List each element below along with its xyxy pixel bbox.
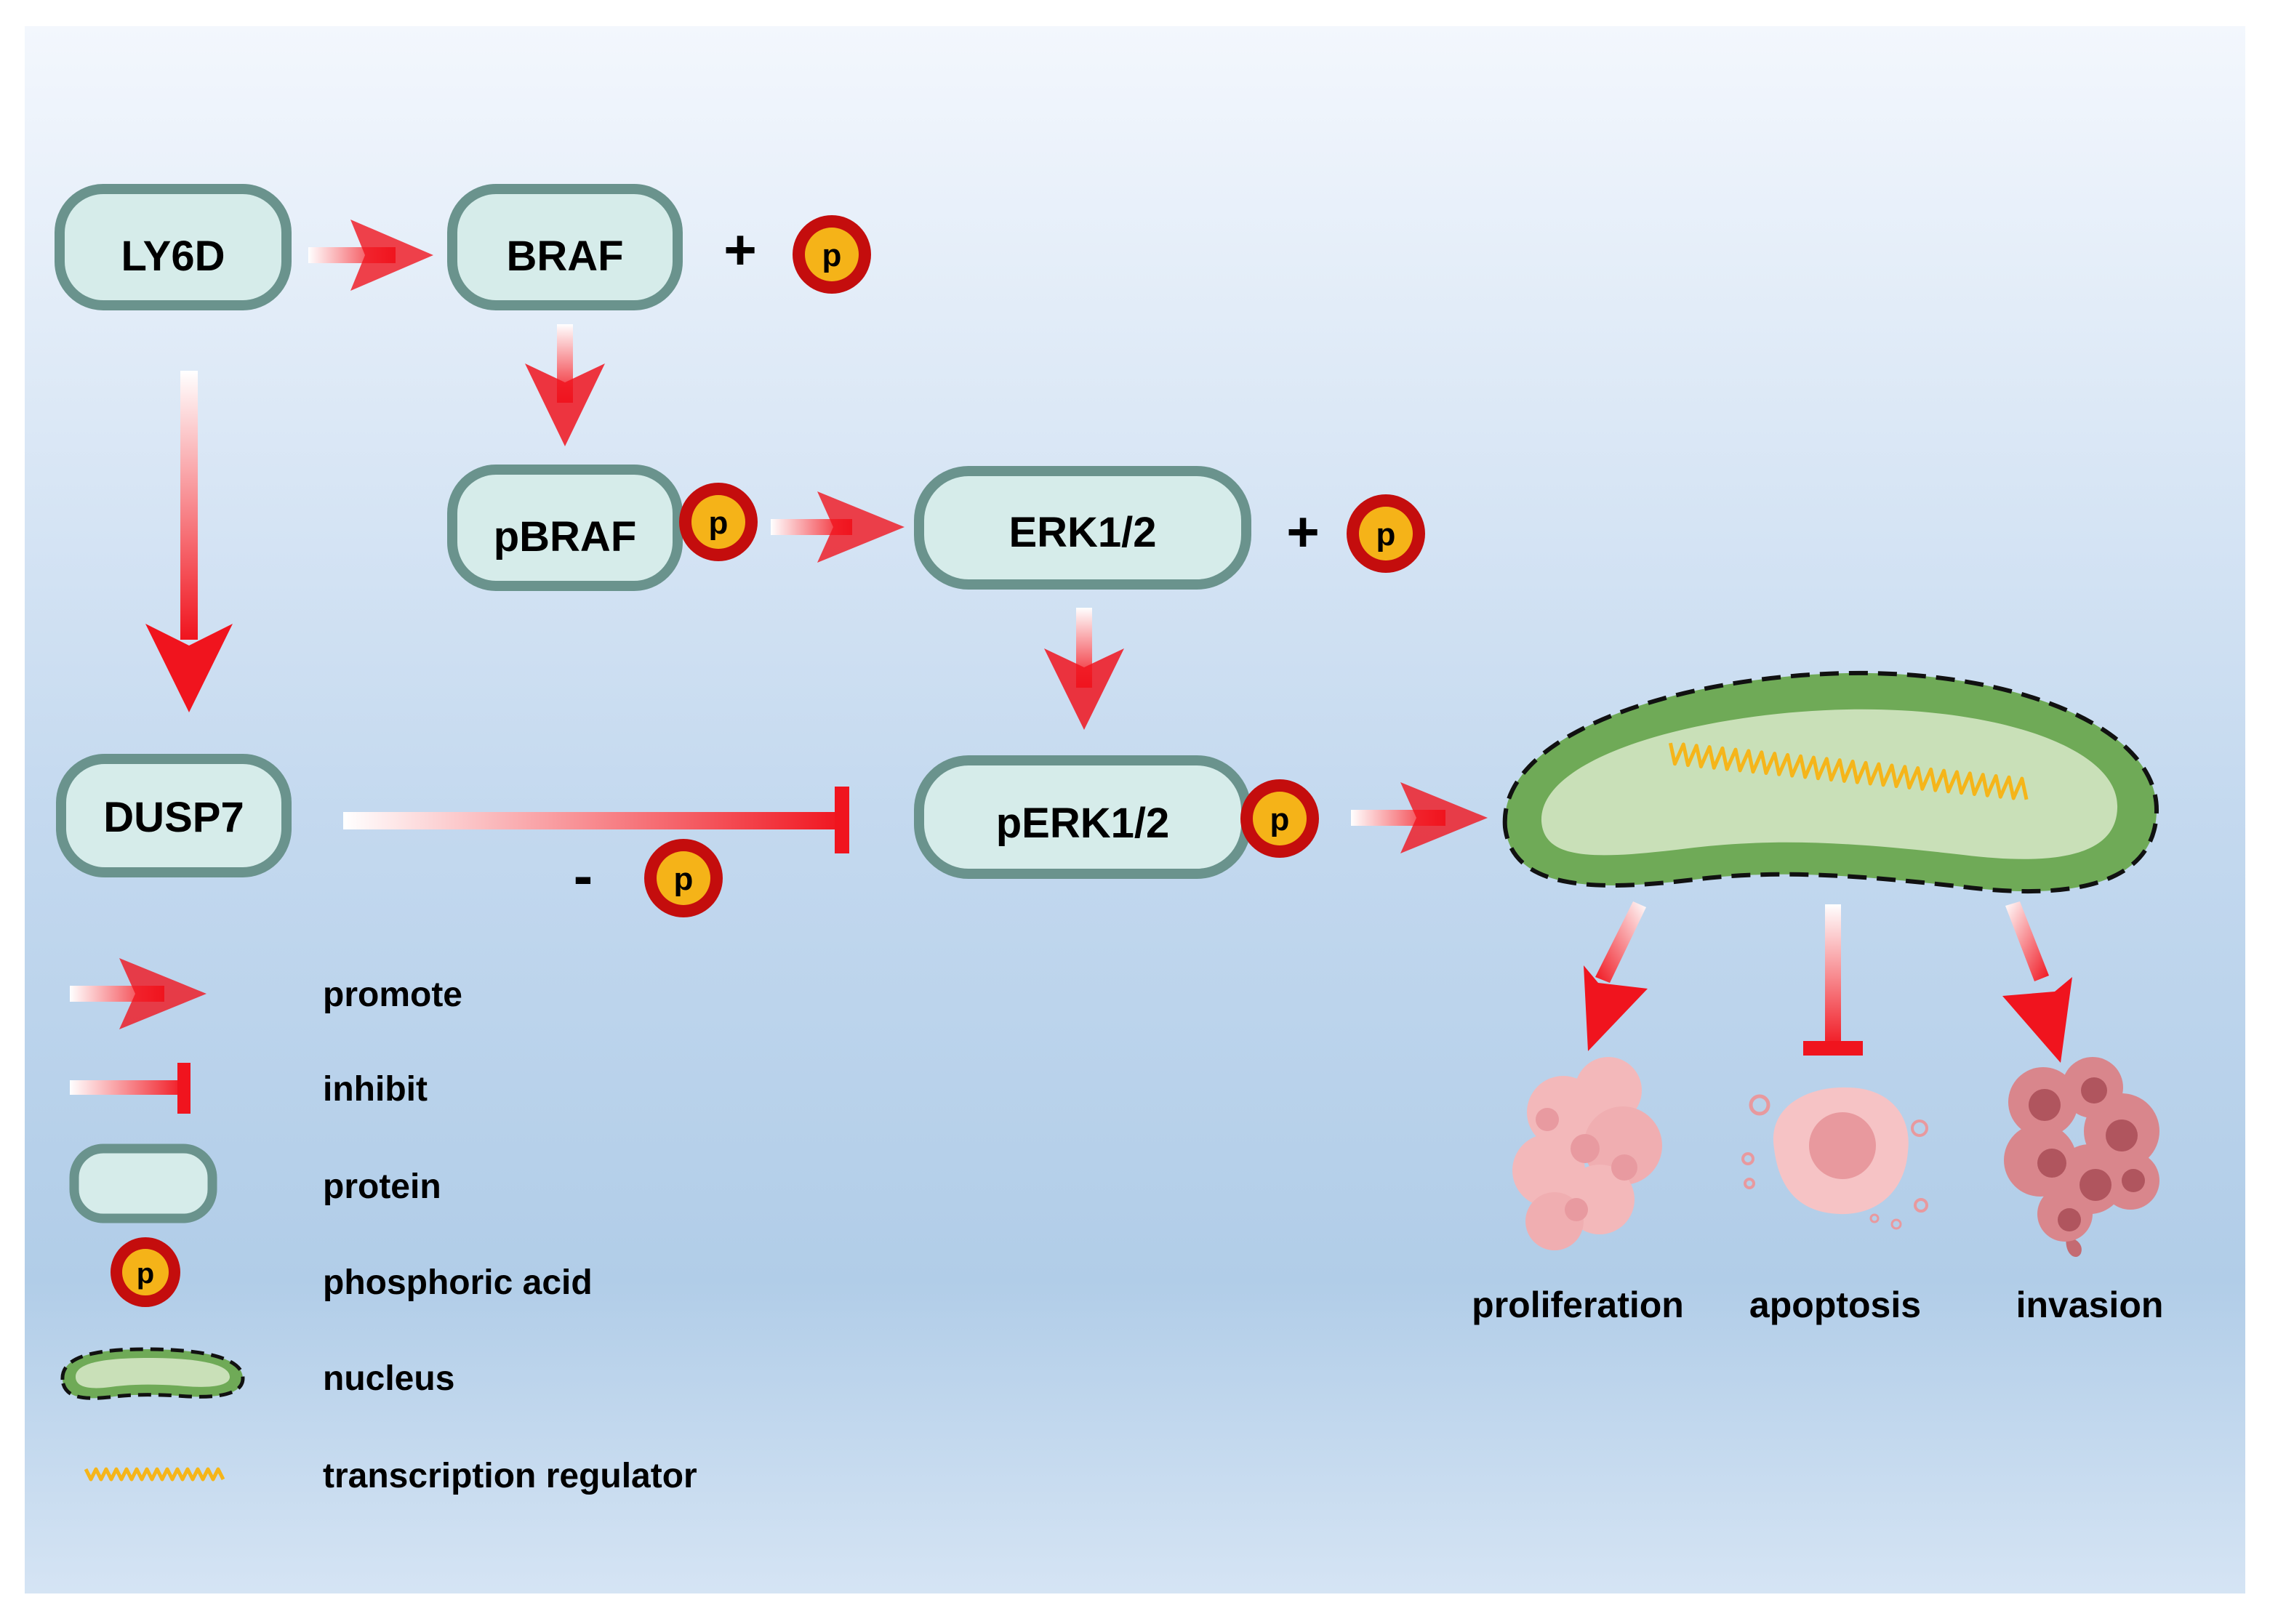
legend-transcription-regulator-icon [84,1467,225,1482]
apoptosis-cell-icon [1741,1087,1928,1230]
legend-phosphoric-acid-label: phosphoric acid [323,1263,593,1302]
protein-braf: BRAF [447,184,683,310]
transcription-regulator [1668,742,2029,800]
legend-promote-icon [70,958,206,1029]
phosphate-braf-label: p [822,238,842,273]
legend-promote-label: promote [323,976,462,1014]
arrow-to-proliferation [1584,901,1648,1051]
protein-braf-label: BRAF [506,233,623,280]
legend-protein-label: protein [323,1167,441,1206]
protein-pbraf-label: pBRAF [494,513,637,560]
arrow-ly6d-to-braf [308,220,433,291]
phosphate-pbraf: p [679,483,758,561]
legend-protein-icon [69,1143,217,1223]
protein-perk-label: pERK1/2 [996,800,1170,847]
phosphate-perk: p [1240,779,1319,858]
legend-phosphate-icon: p [111,1237,180,1307]
protein-dusp7: DUSP7 [56,754,292,877]
arrow-ly6d-to-dusp7 [145,371,233,712]
legend-transcription-regulator-label: transcription regulator [323,1457,697,1495]
outcome-apoptosis-label: apoptosis [1749,1285,1921,1325]
phosphate-erk-label: p [1376,517,1396,552]
phosphate-perk-label: p [1270,802,1290,837]
arrow-pbraf-to-erk [771,491,905,563]
arrow-braf-to-pbraf [525,324,605,446]
phosphate-dusp: p [644,839,723,917]
protein-pbraf: pBRAF [447,465,683,591]
legend-nucleus-icon [60,1347,245,1400]
phosphate-erk: p [1347,494,1425,573]
protein-dusp7-label: DUSP7 [103,794,244,841]
outcome-invasion-label: invasion [2016,1285,2164,1325]
legend: promote inhibit protein p phosphoric aci… [60,958,697,1495]
proliferation-cells-icon [1512,1057,1662,1250]
protein-ly6d-label: LY6D [121,233,225,280]
nucleus [1502,670,2159,894]
protein-ly6d: LY6D [55,184,292,310]
protein-perk: pERK1/2 [914,755,1251,879]
legend-nucleus-label: nucleus [323,1359,454,1398]
legend-phosphate-symbol: p [137,1258,154,1290]
legend-inhibit-label: inhibit [323,1070,428,1109]
legend-inhibit-icon [70,1063,190,1114]
phosphate-dusp-label: p [674,861,694,897]
inhibit-dusp7-to-perk [343,787,849,853]
phosphate-braf: p [793,215,871,294]
protein-erk: ERK1/2 [914,466,1251,590]
protein-erk-label: ERK1/2 [1008,509,1156,556]
inhibit-apoptosis [1803,904,1863,1056]
arrow-perk-to-nucleus [1351,782,1488,853]
plus-sign-braf: + [723,217,757,281]
plus-sign-erk: + [1286,499,1320,563]
arrow-erk-to-perk [1044,608,1124,730]
invasion-cells-icon [2004,1057,2159,1258]
minus-sign-dusp: - [574,843,593,908]
outcome-proliferation-label: proliferation [1472,1285,1684,1325]
phosphate-pbraf-label: p [709,505,729,541]
arrow-to-invasion [2002,901,2072,1063]
